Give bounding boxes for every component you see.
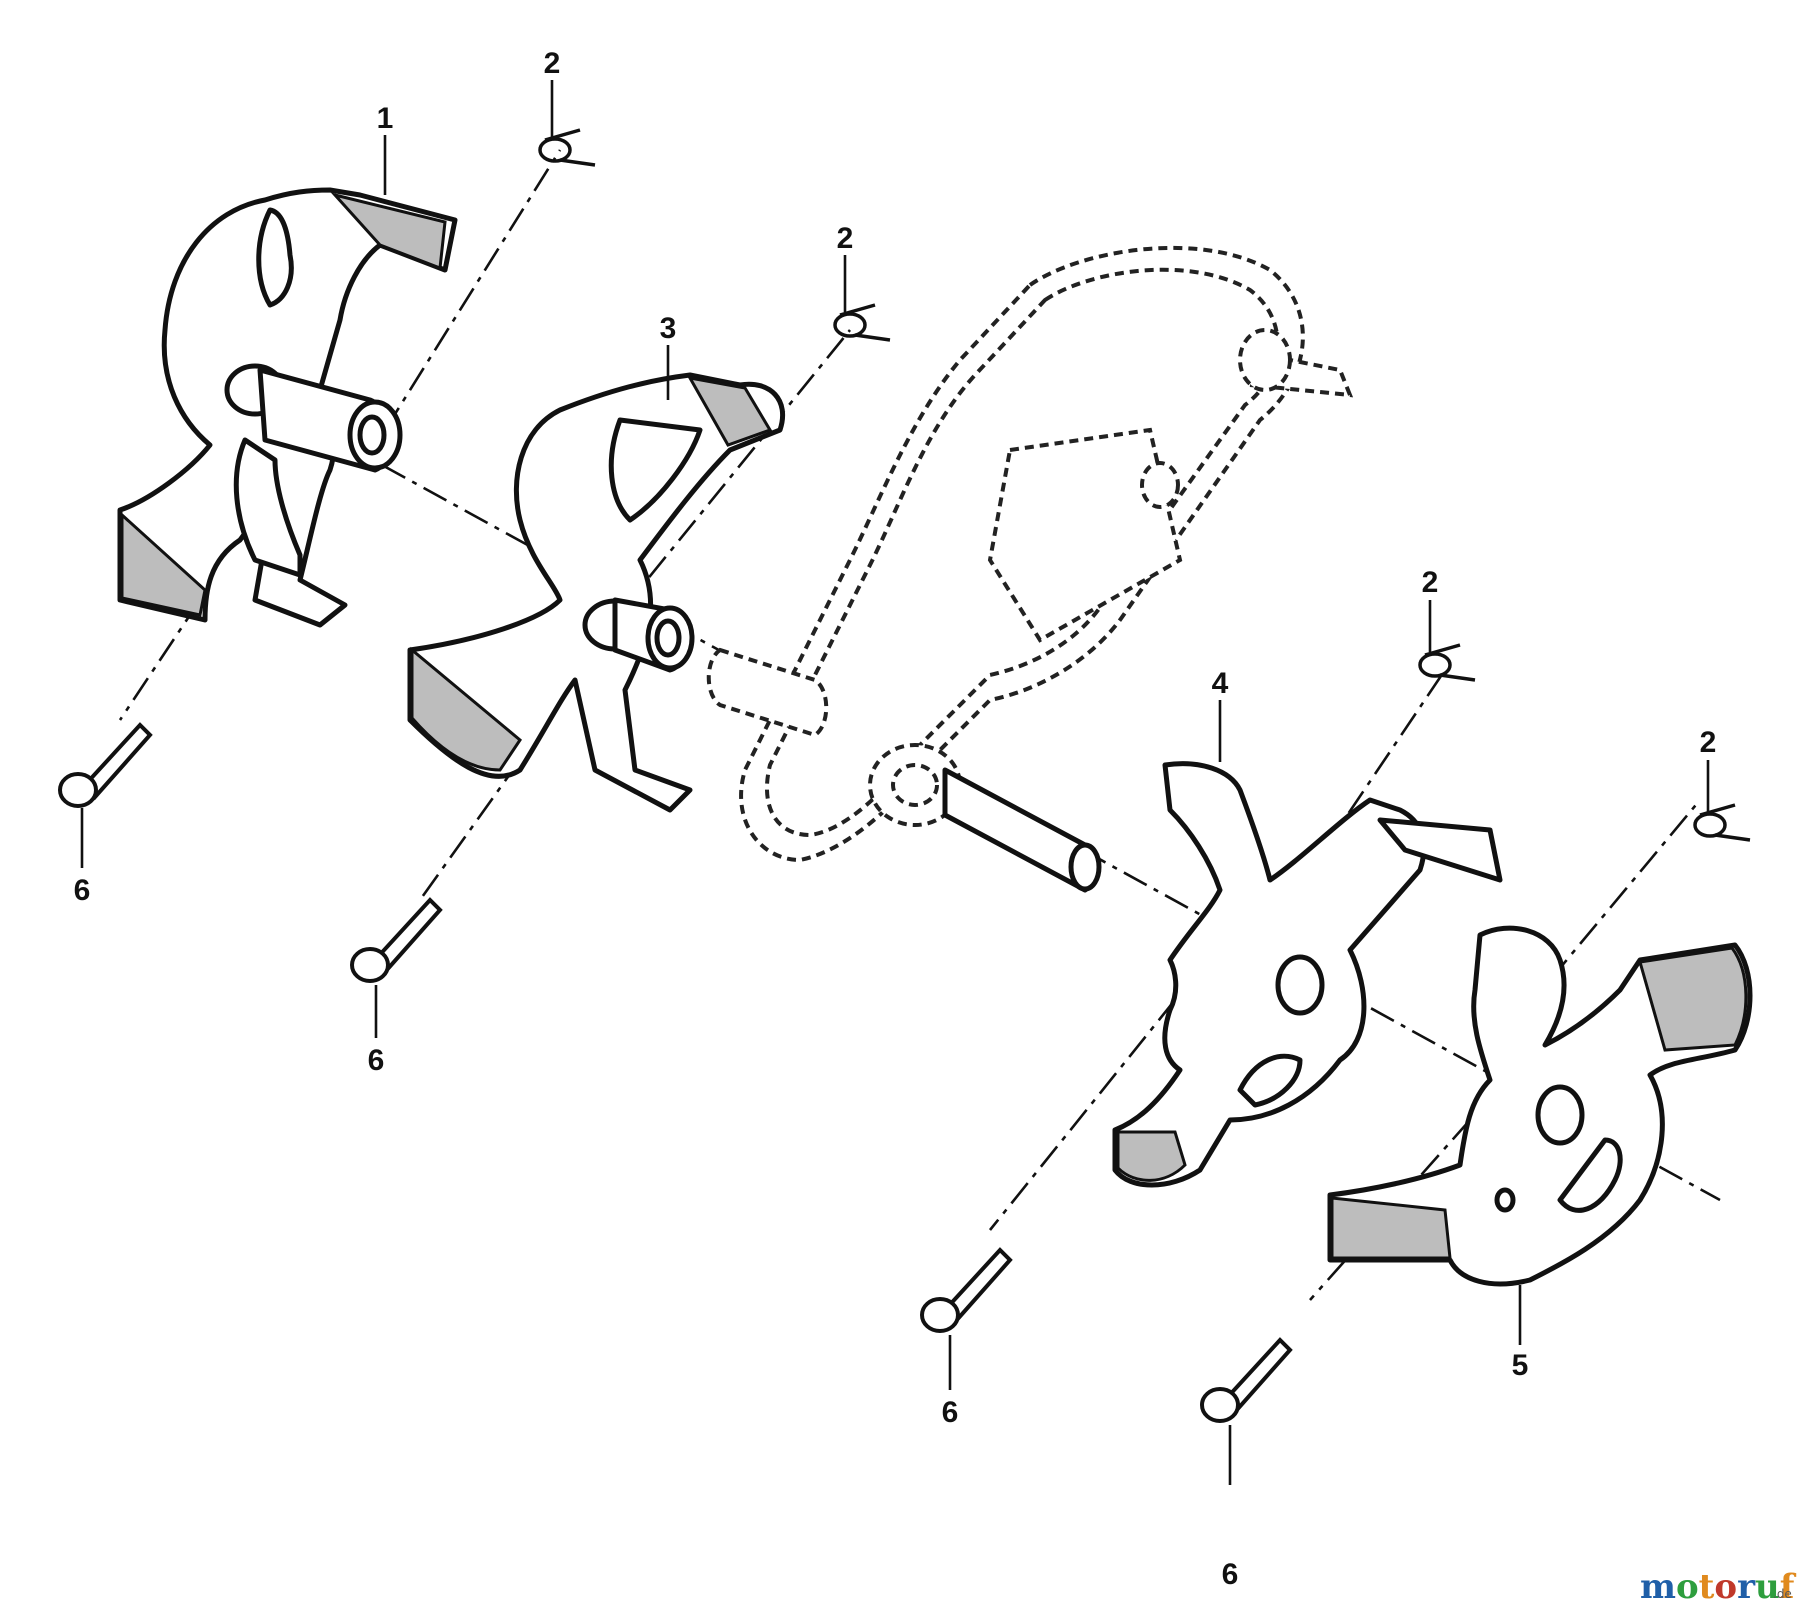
tine-part-5 <box>1327 925 1753 1287</box>
callout-2-clip-4: 2 <box>1700 726 1717 759</box>
callout-2-clip-3: 2 <box>1422 566 1439 599</box>
watermark-logo: motoruf .de <box>1640 1567 1797 1607</box>
clevis-pin-1 <box>58 722 153 808</box>
hairpin-clips <box>538 128 1751 842</box>
callout-1: 1 <box>377 102 394 135</box>
callout-6-pin-3: 6 <box>942 1396 959 1429</box>
watermark-suffix: .de <box>1773 1587 1792 1601</box>
tine-part-4 <box>1112 761 1503 1188</box>
callout-2-clip-2: 2 <box>837 222 854 255</box>
callout-leaders <box>80 80 1710 1485</box>
clevis-pin-3 <box>920 1247 1013 1333</box>
clevis-pin-2 <box>350 897 443 983</box>
hairpin-clip-2 <box>833 303 891 342</box>
callout-6-pin-1: 6 <box>74 874 91 907</box>
watermark-brand: motoruf <box>1640 1567 1797 1607</box>
callout-2-clip-1: 2 <box>544 47 561 80</box>
callout-labels: 1 2 2 2 2 3 4 5 6 6 6 6 <box>74 47 1717 1591</box>
hairpin-clip-4 <box>1693 803 1751 842</box>
hairpin-clip-1 <box>538 128 596 167</box>
callout-6-pin-2: 6 <box>368 1044 385 1077</box>
callout-3: 3 <box>660 312 677 345</box>
chaincase-housing <box>739 245 1354 863</box>
tine-part-3 <box>407 372 786 813</box>
clevis-pin-4 <box>1200 1337 1293 1423</box>
axle-shaft <box>706 647 1102 893</box>
clevis-pins <box>58 722 1293 1423</box>
tine-part-1 <box>117 187 458 628</box>
callout-6-pin-4: 6 <box>1222 1558 1239 1591</box>
callout-5: 5 <box>1512 1349 1529 1382</box>
callout-4: 4 <box>1212 667 1229 700</box>
hairpin-clip-3 <box>1418 643 1476 682</box>
